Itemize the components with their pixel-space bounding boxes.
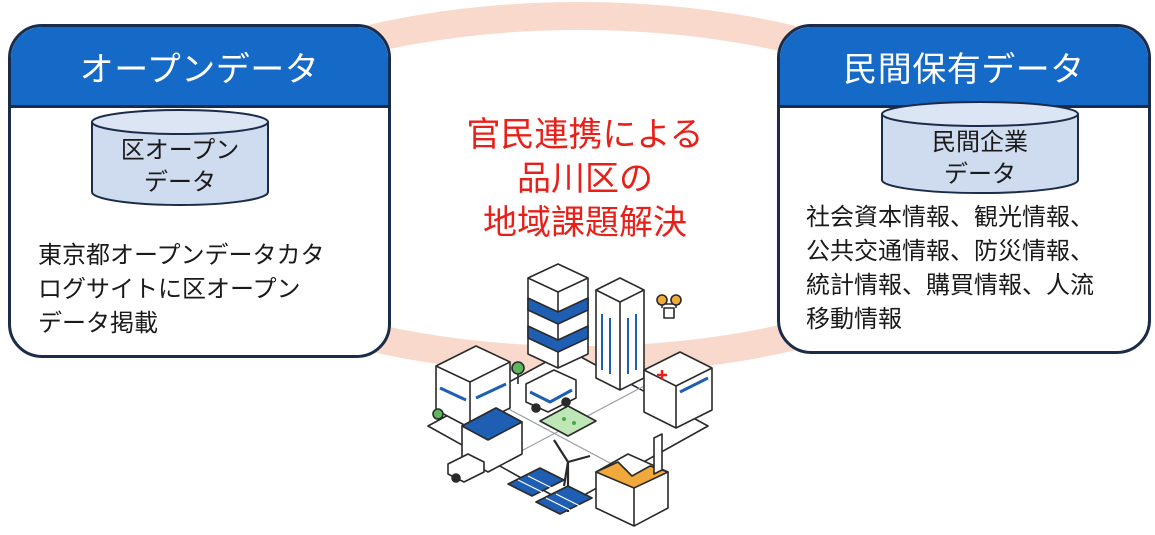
- center-title: 官民連携による 品川区の 地域課題解決: [400, 113, 770, 245]
- open-data-desc-line2: ログサイトに区オープン: [38, 275, 301, 303]
- private-data-description: 社会資本情報、観光情報、 公共交通情報、防災情報、 統計情報、購買情報、人流 移…: [806, 200, 1094, 336]
- open-data-desc-line1: 東京都オープンデータカタ: [38, 241, 325, 269]
- open-data-description: 東京都オープンデータカタ ログサイトに区オープン データ掲載: [38, 238, 325, 340]
- private-data-desc-line4: 移動情報: [806, 305, 902, 333]
- ward-open-data-label-line2: データ: [144, 168, 216, 196]
- private-data-desc-line2: 公共交通情報、防災情報、: [806, 237, 1094, 265]
- center-title-line1: 官民連携による: [466, 115, 704, 155]
- database-cylinder-icon: [881, 101, 1079, 194]
- private-company-database: 民間企業 データ: [880, 100, 1080, 196]
- private-data-panel: 民間保有データ: [777, 24, 1151, 354]
- open-data-desc-line3: データ掲載: [38, 309, 158, 337]
- open-data-title: オープンデータ: [79, 49, 320, 90]
- private-data-title: 民間保有データ: [843, 49, 1085, 90]
- ward-open-data-database: 区オープン データ: [90, 108, 270, 208]
- open-data-panel: オープンデータ: [8, 24, 391, 358]
- center-title-line2: 品川区の: [517, 159, 653, 199]
- private-data-desc-line3: 統計情報、購買情報、人流: [806, 271, 1094, 299]
- database-cylinder-icon: [91, 109, 269, 206]
- center-title-line3: 地域課題解決: [483, 203, 687, 243]
- ward-open-data-label-line1: 区オープン: [120, 136, 240, 164]
- private-company-label-line2: データ: [944, 160, 1016, 188]
- private-data-header: 民間保有データ: [780, 27, 1148, 108]
- open-data-header: オープンデータ: [11, 27, 388, 108]
- private-data-desc-line1: 社会資本情報、観光情報、: [806, 203, 1094, 231]
- private-company-label-line1: 民間企業: [932, 128, 1028, 156]
- smart-city-illustration: [427, 263, 713, 527]
